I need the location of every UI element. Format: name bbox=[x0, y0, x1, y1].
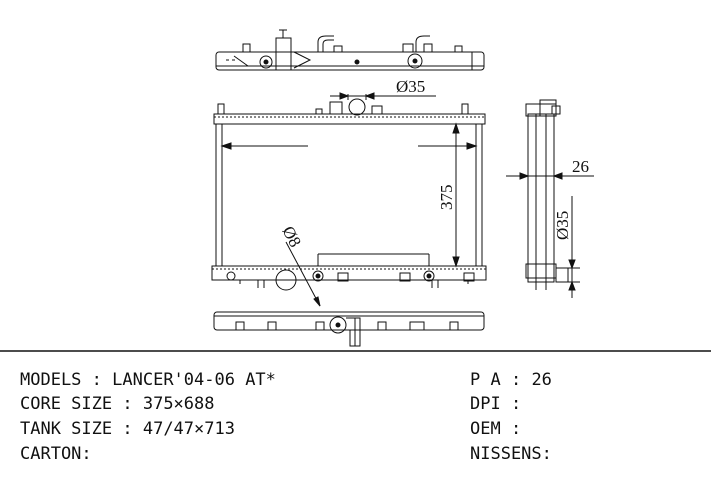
spec-row-core-size: CORE SIZE : 375×688 bbox=[20, 394, 215, 414]
spec-separator: : bbox=[500, 419, 522, 439]
spec-label: NISSENS bbox=[470, 444, 542, 464]
bottom-tank-view bbox=[213, 311, 485, 347]
spec-value: 47/47×713 bbox=[142, 419, 235, 439]
spec-label: P A bbox=[470, 370, 501, 390]
top-tank-view bbox=[215, 29, 485, 71]
spec-value: LANCER'04-06 AT* bbox=[112, 370, 276, 390]
spec-row-tank-size: TANK SIZE : 47/47×713 bbox=[20, 419, 235, 439]
core-height-label: 375 bbox=[437, 185, 456, 211]
spec-separator: : bbox=[500, 370, 532, 390]
side-hose-diameter-label: Ø35 bbox=[553, 211, 572, 240]
dimension-lines bbox=[0, 92, 711, 352]
spec-row-nissens: NISSENS: bbox=[470, 444, 552, 464]
spec-row-carton: CARTON: bbox=[20, 444, 92, 464]
core-thickness-label: 26 bbox=[572, 157, 589, 176]
spec-row-oem: OEM : bbox=[470, 419, 521, 439]
spec-label: OEM bbox=[470, 419, 501, 439]
front-view bbox=[211, 98, 487, 291]
spec-label: CORE SIZE bbox=[20, 394, 113, 414]
spec-label: MODELS bbox=[20, 370, 82, 390]
spec-value: 26 bbox=[531, 370, 552, 390]
spec-separator: : bbox=[81, 370, 113, 390]
spec-row-pa: P A : 26 bbox=[470, 370, 552, 390]
drain-diameter-label: Ø8 bbox=[278, 223, 305, 250]
spec-label: CARTON bbox=[20, 444, 82, 464]
spec-label: TANK SIZE bbox=[20, 419, 113, 439]
spec-row-dpi: DPI : bbox=[470, 394, 521, 414]
spec-value: 375×688 bbox=[142, 394, 215, 414]
spec-separator: : bbox=[500, 394, 522, 414]
spec-separator: : bbox=[541, 444, 552, 464]
spec-separator: : bbox=[112, 394, 143, 414]
spec-label: DPI bbox=[470, 394, 501, 414]
side-view bbox=[525, 99, 569, 290]
top-hose-diameter-label: Ø35 bbox=[396, 77, 425, 96]
spec-row-models: MODELS : LANCER'04-06 AT* bbox=[20, 370, 276, 390]
spec-separator: : bbox=[112, 419, 143, 439]
spec-separator: : bbox=[81, 444, 92, 464]
